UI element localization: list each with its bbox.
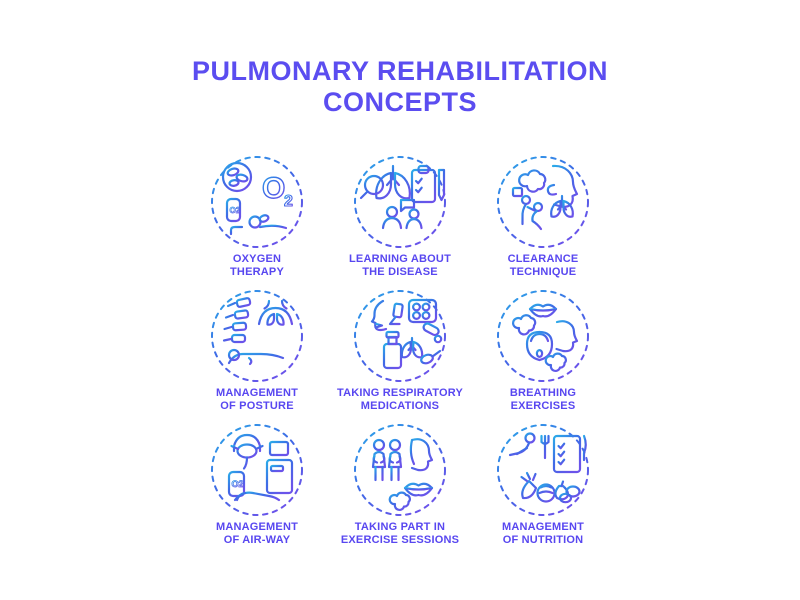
page-title-line1: PULMONARY REHABILITATION bbox=[192, 56, 608, 86]
concept-label-line: CLEARANCE bbox=[507, 253, 579, 265]
concept-label-line: OF POSTURE bbox=[220, 400, 294, 412]
concept-label-line: THE DISEASE bbox=[362, 266, 438, 278]
concept-label-line: TAKING RESPIRATORY bbox=[336, 387, 464, 399]
concept-item: CLEARANCE TECHNIQUE bbox=[472, 152, 615, 279]
concept-label: LEARNING ABOUT THE DISEASE bbox=[349, 253, 451, 279]
concept-item: TAKING RESPIRATORY MEDICATIONS bbox=[329, 286, 472, 413]
concept-item: MANAGEMENT OF NUTRITION bbox=[472, 420, 615, 547]
concept-item: O2 MANAGEMENT OF AIR-WAY bbox=[186, 420, 329, 547]
oxygen-tank-label: O2 bbox=[230, 206, 241, 215]
concept-label-line: BREATHING bbox=[509, 387, 577, 399]
concept-label: MANAGEMENT OF NUTRITION bbox=[502, 521, 584, 547]
concept-label-line: MANAGEMENT bbox=[215, 387, 299, 399]
oxygen-bag-label: O2 bbox=[232, 479, 244, 489]
concept-label: CLEARANCE TECHNIQUE bbox=[508, 253, 579, 279]
concept-label: TAKING RESPIRATORY MEDICATIONS bbox=[337, 387, 463, 413]
concept-label-line: OF NUTRITION bbox=[502, 534, 584, 546]
concept-item: MANAGEMENT OF POSTURE bbox=[186, 286, 329, 413]
management-of-nutrition-icon bbox=[497, 424, 589, 516]
page-title-line2: CONCEPTS bbox=[322, 87, 478, 117]
concept-label: MANAGEMENT OF POSTURE bbox=[216, 387, 298, 413]
concept-label: OXYGEN THERAPY bbox=[230, 253, 284, 279]
taking-part-in-exercise-sessions-icon bbox=[354, 424, 446, 516]
concept-label-line: OF AIR-WAY bbox=[223, 534, 291, 546]
concept-label-line: TAKING PART IN bbox=[354, 521, 446, 533]
concept-label-line: LEARNING ABOUT bbox=[349, 253, 451, 265]
concept-label: TAKING PART IN EXERCISE SESSIONS bbox=[341, 521, 459, 547]
concept-item: O 2 O2 OXYGEN THERAPY bbox=[186, 152, 329, 279]
concept-label: MANAGEMENT OF AIR-WAY bbox=[216, 521, 298, 547]
concept-item: BREATHING EXERCISES bbox=[472, 286, 615, 413]
management-of-air-way-icon: O2 bbox=[211, 424, 303, 516]
concept-label-line: TECHNIQUE bbox=[509, 266, 577, 278]
learning-about-the-disease-icon bbox=[354, 156, 446, 248]
taking-respiratory-medications-icon bbox=[354, 290, 446, 382]
concept-label: BREATHING EXERCISES bbox=[510, 387, 576, 413]
clearance-technique-icon bbox=[497, 156, 589, 248]
concept-label-line: EXERCISES bbox=[510, 400, 576, 412]
concept-grid: O 2 O2 OXYGEN THERAPY bbox=[0, 152, 800, 547]
o2-subscript: 2 bbox=[284, 193, 293, 210]
page-title: PULMONARY REHABILITATION CONCEPTS bbox=[0, 56, 800, 118]
concept-item: LEARNING ABOUT THE DISEASE bbox=[329, 152, 472, 279]
concept-label-line: MANAGEMENT bbox=[501, 521, 585, 533]
concept-label-line: OXYGEN bbox=[232, 253, 282, 265]
concept-label-line: THERAPY bbox=[230, 266, 284, 278]
concept-item: TAKING PART IN EXERCISE SESSIONS bbox=[329, 420, 472, 547]
concept-label-line: MEDICATIONS bbox=[360, 400, 440, 412]
o2-letter: O bbox=[262, 172, 285, 205]
concept-label-line: EXERCISE SESSIONS bbox=[340, 534, 460, 546]
management-of-posture-icon bbox=[211, 290, 303, 382]
breathing-exercises-icon bbox=[497, 290, 589, 382]
concept-label-line: MANAGEMENT bbox=[215, 521, 299, 533]
oxygen-therapy-icon: O 2 O2 bbox=[211, 156, 303, 248]
